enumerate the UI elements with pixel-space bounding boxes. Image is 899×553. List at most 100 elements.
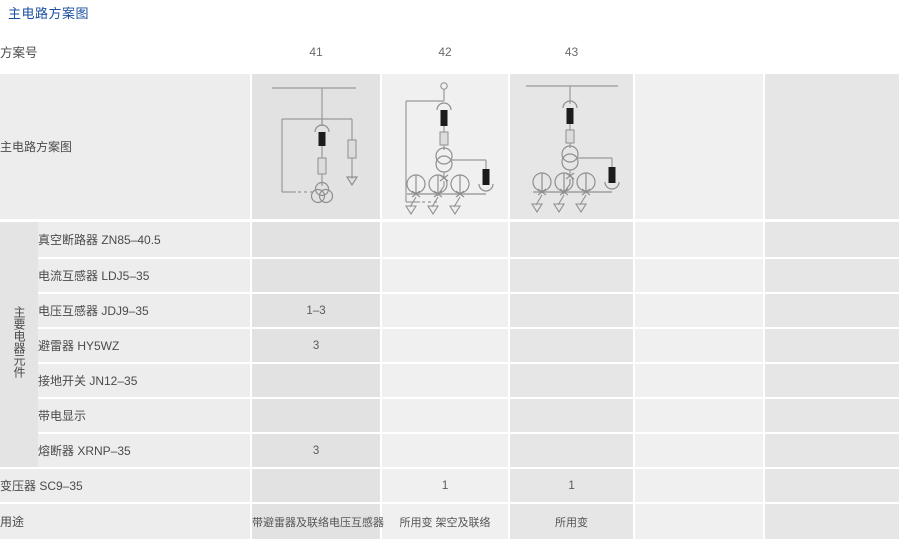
component-row-1: 电流互感器 LDJ5–35 [0,259,899,292]
cell-1-5 [765,259,899,292]
breaker-symbol-42 [440,110,448,126]
cell-4-43 [510,364,634,397]
cell-2-41: 1–3 [252,294,381,327]
spacer [38,362,899,364]
fuse-symbol-41 [317,157,327,175]
sep [508,294,511,327]
cell-6-42 [382,434,509,467]
transformer-row: 变压器 SC9–35 1 1 [0,469,899,502]
component-row-0: 主要电器元件 真空断路器 ZN85–40.5 [0,222,899,467]
cell-0-42 [382,222,509,257]
row-gap [0,397,899,399]
sep [763,399,766,432]
vt-three-circle-41 [310,181,334,204]
scheme-42-circuit [405,82,494,216]
row-label-1: 电流互感器 LDJ5–35 [38,259,251,292]
spacer [38,327,899,329]
sep [763,259,766,292]
sep [763,504,766,539]
header-rule-spacer [0,70,899,74]
ct-group-43 [532,172,613,193]
diagram-cell-5 [765,74,899,219]
sep [763,33,766,70]
cell-0-4 [635,222,764,257]
component-row-3: 避雷器 HY5WZ 3 [0,329,899,362]
transformer-row-label: 变压器 SC9–35 [0,469,251,502]
cell-3-41: 3 [252,329,381,362]
sep [633,504,636,539]
spacer [0,219,899,222]
sep [763,294,766,327]
sep [763,329,766,362]
usage-cell-5 [765,504,899,539]
header-label: 方案号 [0,33,251,70]
header-scheme-43: 43 [510,33,634,70]
spacer [38,397,899,399]
sep [380,259,383,292]
sep [250,504,253,539]
arrester-right-symbol-41 [347,139,357,159]
cell-1-42 [382,259,509,292]
sep [380,469,383,502]
header-scheme-5 [765,33,899,70]
sep [508,364,511,397]
spacer [38,432,899,434]
arrester-symbol-41 [314,119,330,133]
spacer [38,257,899,259]
fuse-symbol-42 [439,131,449,146]
sep [380,329,383,362]
cell-5-4 [635,399,764,432]
sep [380,504,383,539]
usage-cell-43: 所用变 [510,504,634,539]
usage-cell-42: 所用变 架空及联络 [382,504,509,539]
header-scheme-41: 41 [252,33,381,70]
cell-5-43 [510,399,634,432]
spacer [38,292,899,294]
sep [633,434,636,467]
diagram-row-label: 主电路方案图 [0,74,251,219]
sep [633,364,636,397]
sep [508,434,511,467]
scheme-table: 方案号 41 42 43 主电路方案图 [0,33,899,539]
spacer [0,467,766,469]
scheme-43-circuit [526,85,620,214]
transformer-symbol-42 [435,147,453,173]
sep [250,469,253,502]
page-title: 主电路方案图 [8,6,90,21]
row-gap [0,467,899,469]
cell-3-5 [765,329,899,362]
row-label-6: 熔断器 XRNP–35 [38,434,251,467]
diagram-cell-4 [635,74,764,219]
cell-2-42 [382,294,509,327]
cell-6-5 [765,434,899,467]
sep [250,222,253,257]
cell-1-43 [510,259,634,292]
cell-2-43 [510,294,634,327]
sep [250,329,253,362]
usage-cell-4 [635,504,764,539]
usage-row: 用途 带避雷器及联络电压互感器 所用变 架空及联络 所用变 [0,504,899,539]
cell-5-42 [382,399,509,432]
sep [380,222,383,257]
row-label-2: 电压互感器 JDJ9–35 [38,294,251,327]
sep [633,74,636,219]
cell-6-4 [635,434,764,467]
transformer-cell-4 [635,469,764,502]
cell-1-4 [635,259,764,292]
sep [763,469,766,502]
row-label-5: 带电显示 [38,399,251,432]
sep [250,399,253,432]
sep [633,259,636,292]
group-label-text: 主要电器元件 [12,306,26,378]
sep [380,434,383,467]
sep [380,294,383,327]
breaker-symbol-43 [566,108,574,124]
sep [508,222,511,257]
sep [633,33,636,70]
sep [250,294,253,327]
component-row-4: 接地开关 JN12–35 [0,364,899,397]
sep [380,33,383,70]
feeder-arrows-42 [405,205,462,216]
sep [380,399,383,432]
